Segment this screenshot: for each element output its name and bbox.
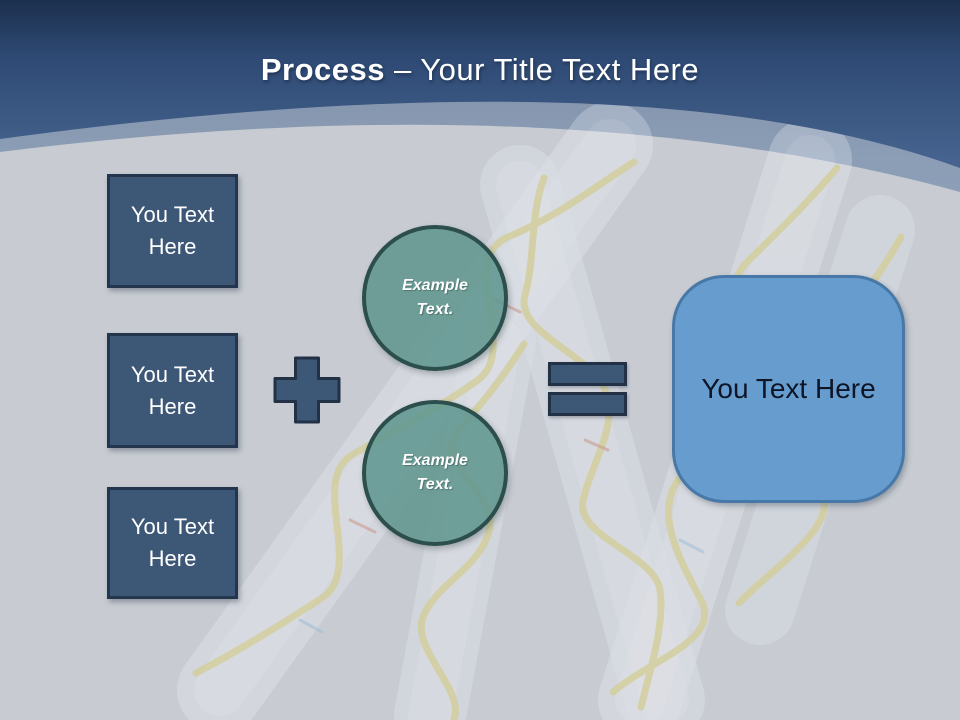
input-box-1[interactable]: You Text Here: [107, 174, 238, 288]
equals-icon: [548, 362, 627, 386]
dna-chromosome-watermark-icon: [177, 102, 915, 720]
slide-title-emphasis: Process: [260, 52, 386, 87]
example-circle-2-line1: Example: [402, 452, 468, 469]
example-circle-2[interactable]: Example Text.: [362, 400, 508, 546]
input-box-2-line2: Here: [148, 393, 197, 419]
input-box-2[interactable]: You Text Here: [107, 333, 238, 448]
result-box[interactable]: You Text Here: [672, 275, 905, 503]
example-circle-2-line2: Text.: [416, 476, 454, 493]
input-box-3[interactable]: You Text Here: [107, 487, 238, 599]
input-box-2-line1: You Text: [130, 361, 215, 387]
example-circle-1-line1: Example: [402, 277, 468, 294]
slide-title-rest: – Your Title Text Here: [394, 52, 700, 87]
input-box-3-line1: You Text: [130, 514, 215, 540]
result-box-label: You Text Here: [701, 373, 876, 404]
slide-title[interactable]: Process– Your Title Text Here: [0, 52, 960, 88]
example-circle-1[interactable]: Example Text.: [362, 225, 508, 371]
equals-icon: [548, 392, 627, 416]
input-box-3-line2: Here: [148, 546, 197, 571]
input-box-1-line1: You Text: [130, 202, 215, 228]
example-circle-1-line2: Text.: [416, 301, 454, 318]
input-box-1-line2: Here: [148, 234, 197, 259]
plus-icon: [273, 356, 341, 424]
